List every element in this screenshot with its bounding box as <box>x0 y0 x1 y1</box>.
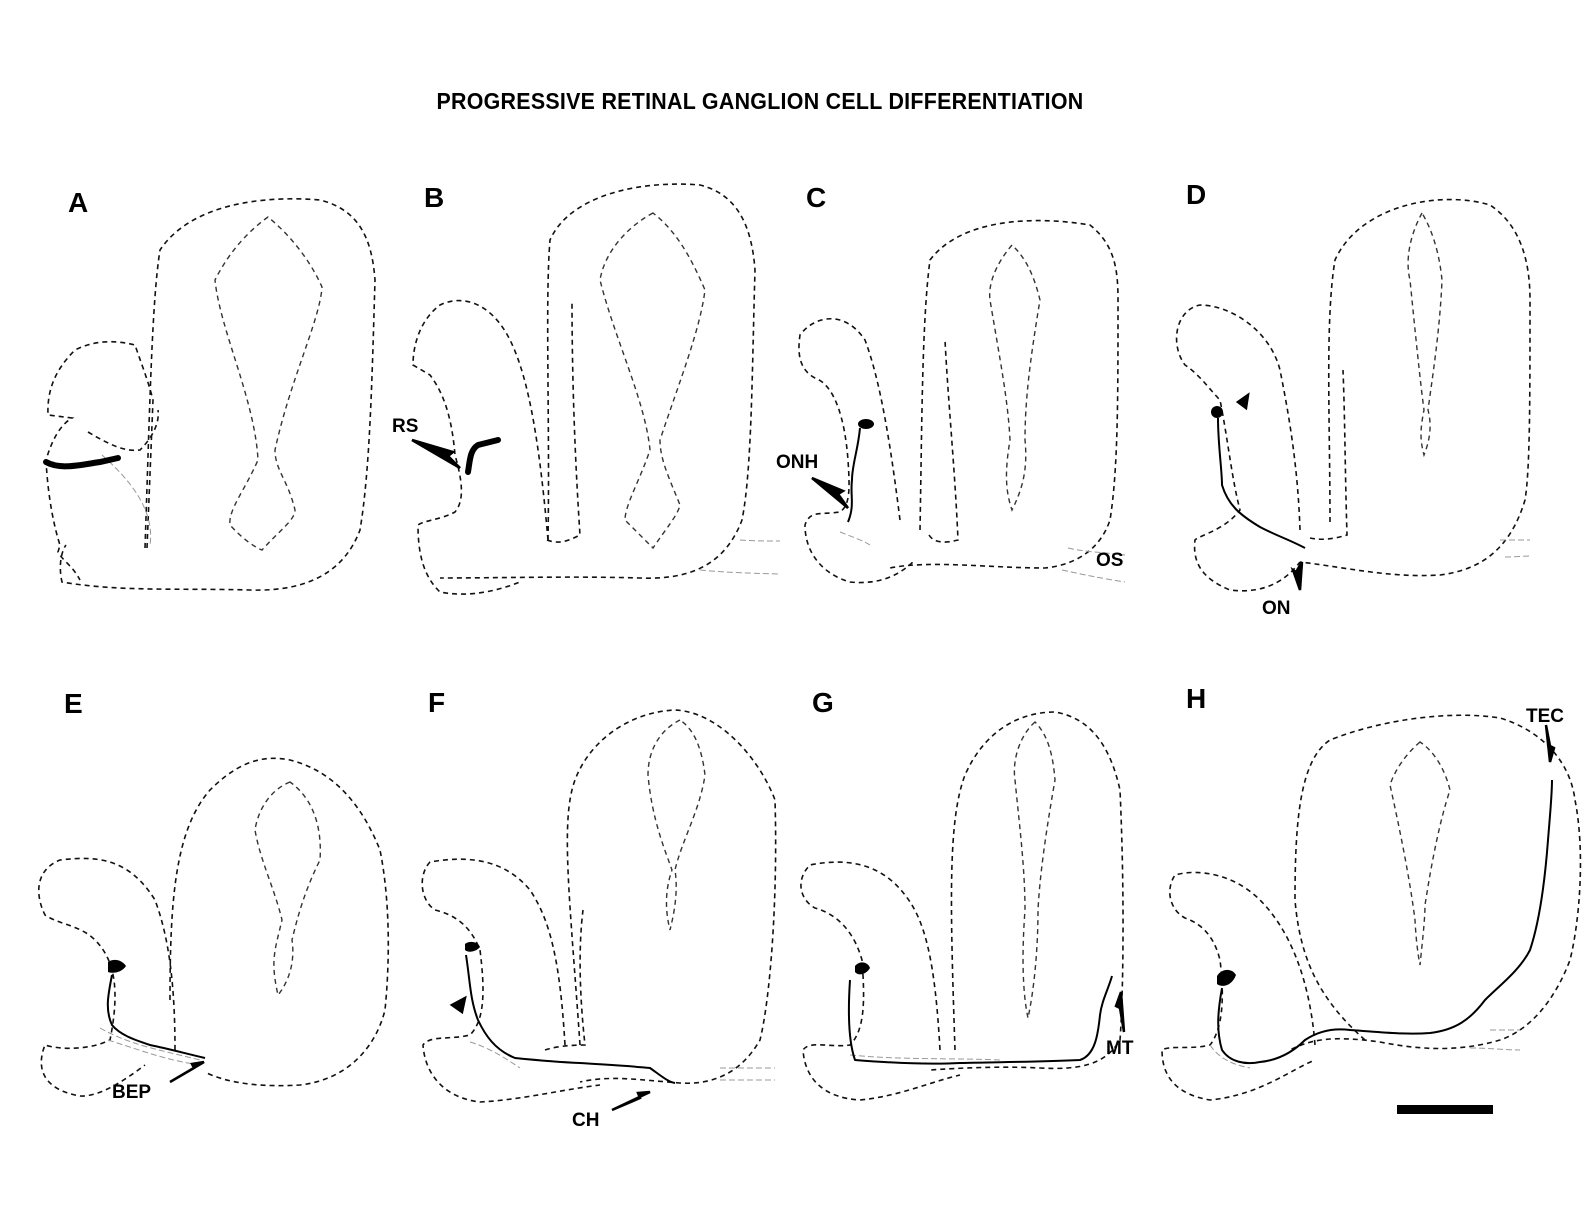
ganglion-cell-axon <box>106 974 206 1059</box>
panel-label-a: A <box>68 187 88 218</box>
ganglion-cell-axon <box>1217 779 1553 1065</box>
ganglion-cell-body <box>1217 969 1236 986</box>
onh-arrow-icon <box>811 476 850 509</box>
tec-arrow-icon <box>1544 724 1556 763</box>
scale-bar <box>1397 1105 1493 1114</box>
panel-h: H TEC <box>1161 683 1582 1101</box>
mt-arrow-icon <box>1114 991 1126 1033</box>
panel-c: C ONH OS <box>776 182 1126 584</box>
on-arrow-icon <box>1290 561 1304 591</box>
panel-f: F CH <box>421 687 777 1131</box>
neural-tube-outline <box>439 183 756 579</box>
optic-cup-outline <box>38 857 176 1097</box>
annotation-on: ON <box>1262 598 1291 619</box>
lens-outline <box>87 409 160 452</box>
neural-canal-outline <box>1013 721 1056 1019</box>
neural-canal-outline <box>647 719 706 931</box>
panel-label-g: G <box>812 687 834 718</box>
ganglion-cell-axon <box>1217 417 1306 549</box>
neural-tube-outline <box>59 198 376 591</box>
optic-cup-outline <box>798 317 916 584</box>
panel-label-e: E <box>64 688 83 719</box>
annotation-mt: MT <box>1106 1038 1134 1059</box>
panel-label-d: D <box>1186 179 1206 210</box>
neural-canal-outline <box>599 212 706 550</box>
panel-e: E BEP <box>38 688 390 1103</box>
annotation-onh: ONH <box>776 452 818 473</box>
panel-label-f: F <box>428 687 445 718</box>
panel-a: A <box>43 187 376 591</box>
annotation-tec: TEC <box>1526 706 1564 727</box>
neural-canal-outline <box>254 781 322 997</box>
optic-cup-outline <box>45 340 154 581</box>
panel-label-b: B <box>424 182 444 213</box>
bep-arrow-icon <box>169 1060 205 1084</box>
panel-label-c: C <box>806 182 826 213</box>
neural-canal-outline <box>1407 211 1443 458</box>
optic-cup-outline <box>800 861 961 1101</box>
ganglion-cell-body <box>465 941 480 952</box>
neural-tube-outline <box>889 219 1119 569</box>
optic-cup-outline <box>1161 871 1316 1101</box>
panel-label-h: H <box>1186 683 1206 714</box>
arrowhead-icon <box>449 995 467 1015</box>
optic-cup-outline <box>421 858 601 1103</box>
neural-tube-outline <box>929 711 1124 1071</box>
panel-b: B RS <box>392 182 781 595</box>
ganglion-cell-body <box>855 962 870 975</box>
optic-cup-outline <box>412 299 549 595</box>
annotation-ch: CH <box>572 1110 599 1131</box>
figure-title: PROGRESSIVE RETINAL GANGLION CELL DIFFER… <box>436 88 1084 114</box>
neural-tube-outline <box>1289 714 1582 1051</box>
annotation-rs: RS <box>392 416 418 437</box>
optic-cup-outline <box>1175 304 1301 592</box>
ch-arrow-icon <box>611 1090 651 1112</box>
growing-axon <box>465 437 501 475</box>
early-axon <box>43 455 121 470</box>
neural-tube-wall <box>546 299 581 543</box>
panel-g: G MT <box>800 687 1134 1101</box>
neural-tube-outline <box>1299 198 1531 577</box>
ganglion-cell-body <box>1211 406 1223 418</box>
neural-canal-outline <box>214 216 323 551</box>
annotation-bep: BEP <box>112 1082 151 1103</box>
annotation-os: OS <box>1096 550 1123 571</box>
arrowhead-icon <box>1235 392 1250 411</box>
panel-d: D ON <box>1175 179 1531 619</box>
ganglion-cell-axon <box>465 954 676 1084</box>
neural-canal-outline <box>1389 741 1451 966</box>
rs-arrow-icon <box>411 438 461 470</box>
ganglion-cell-axon <box>847 427 861 523</box>
neural-tube-outline <box>169 757 390 1087</box>
ganglion-cell-body <box>858 419 874 429</box>
ganglion-cell-axon <box>847 975 1113 1065</box>
ganglion-cell-body <box>108 959 126 973</box>
neural-tube-outline <box>566 709 777 1085</box>
neural-canal-outline <box>988 243 1041 512</box>
